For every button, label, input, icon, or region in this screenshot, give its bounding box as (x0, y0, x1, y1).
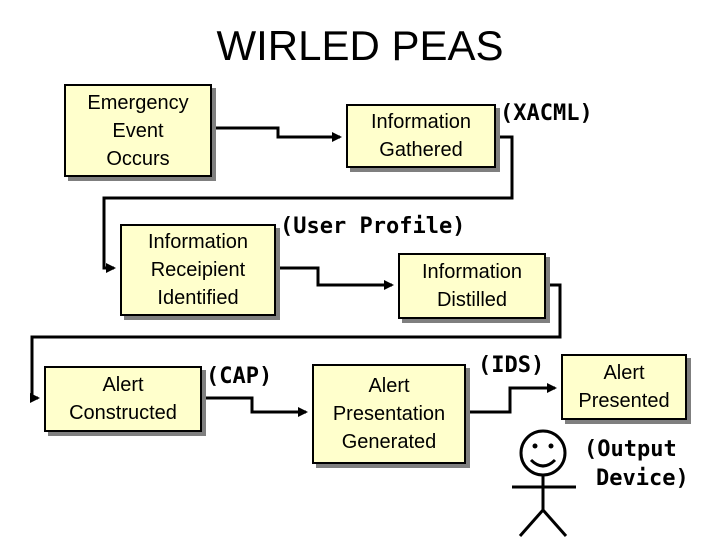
step-text: Emergency (87, 91, 189, 114)
connector-distilled-to-constructed (30, 283, 562, 403)
step-recipient-identified: Information Receipient Identified (120, 224, 276, 316)
step-text: Gathered (379, 139, 463, 161)
annotation-ids: (IDS) (478, 353, 545, 378)
step-text: Information (421, 261, 523, 283)
step-alert-constructed: Alert Constructed (44, 366, 202, 432)
step-text: Presentation (332, 403, 446, 425)
annotation-xacml: (XACML) (500, 101, 593, 126)
step-text: Event (112, 119, 164, 142)
connector-constructed-to-presentation (202, 396, 308, 417)
annotation-output-device-line1: (Output (584, 437, 677, 462)
step-information-gathered: Information Gathered (346, 104, 496, 168)
face-icon (519, 429, 567, 477)
annotation-user-profile: (User Profile) (280, 214, 466, 239)
annotation-output-device-line2: Device) (596, 466, 689, 491)
step-text: Receipient (150, 259, 246, 281)
connector-emergency-to-gathered (212, 126, 342, 142)
step-text: Occurs (106, 147, 170, 170)
step-information-distilled: Information Distilled (398, 253, 546, 319)
step-alert-presented: Alert Presented (561, 354, 687, 420)
step-text: Information (147, 231, 249, 253)
connector-recipient-to-distilled (276, 266, 394, 290)
step-text: Identified (157, 287, 239, 309)
connector-presentation-to-presented (466, 383, 557, 414)
step-alert-presentation: Alert Presentation Generated (312, 364, 466, 464)
step-text: Generated (341, 431, 437, 453)
annotation-cap: (CAP) (206, 364, 273, 389)
step-text: Distilled (436, 289, 508, 311)
user-stick-figure (512, 429, 576, 537)
step-text: Presented (578, 390, 670, 412)
step-text: Alert (603, 362, 645, 384)
diagram-title: WIRLED PEAS (216, 22, 504, 69)
connector-gathered-to-recipient (102, 135, 514, 273)
step-text: Information (370, 111, 472, 133)
step-text: Constructed (69, 402, 177, 424)
step-emergency-event: Emergency Event Occurs (64, 84, 212, 177)
step-text: Alert (102, 374, 144, 396)
step-text: Alert (368, 375, 410, 397)
